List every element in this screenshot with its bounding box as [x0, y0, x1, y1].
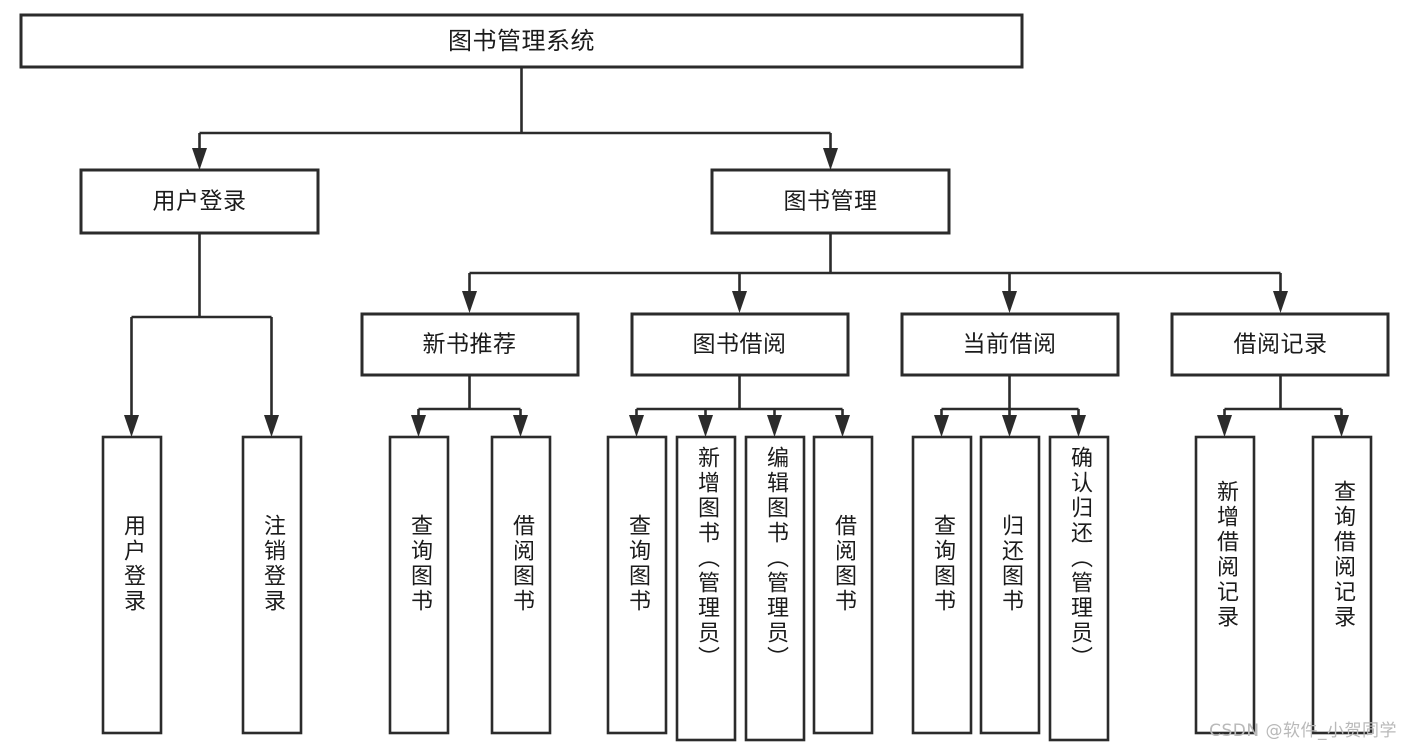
node-leaf-add-book-box[interactable]: [675, 435, 737, 742]
node-leaf-confirm-return-box[interactable]: [1048, 435, 1110, 742]
arrow-head-user-login: [192, 148, 207, 170]
node-current-borrow[interactable]: 当前借阅: [900, 312, 1120, 377]
node-leaf-borrow-book-2-box[interactable]: [812, 435, 874, 735]
connector-group-root: [192, 68, 838, 170]
node-book-manage[interactable]: 图书管理: [710, 168, 951, 235]
node-leaf-add-record-box[interactable]: [1194, 435, 1256, 735]
node-leaf-query-book-2-box[interactable]: [606, 435, 668, 735]
node-leaf-query-book-3[interactable]: [911, 435, 973, 735]
node-borrow-record-label: 借阅记录: [1234, 332, 1328, 358]
node-current-borrow-box[interactable]: [900, 312, 1120, 377]
node-leaf-query-record[interactable]: [1311, 435, 1373, 735]
node-user-login[interactable]: 用户登录: [79, 168, 320, 235]
node-book-manage-label: 图书管理: [784, 189, 878, 215]
arrow-head-leaf-confirm-return: [1071, 415, 1086, 437]
node-leaf-query-book-1-box[interactable]: [388, 435, 450, 735]
node-borrow-record-box[interactable]: [1170, 312, 1390, 377]
connector-group-current-borrow: [934, 375, 1086, 437]
arrow-head-leaf-query-record: [1334, 415, 1349, 437]
node-user-login-box[interactable]: [79, 168, 320, 235]
connector-group-new-book-recommend: [411, 375, 528, 437]
node-leaf-user-login-box[interactable]: [101, 435, 163, 735]
arrow-head-borrow-record: [1273, 291, 1288, 313]
node-root-box[interactable]: [19, 13, 1024, 69]
node-new-book-recommend-box[interactable]: [360, 312, 580, 377]
node-leaf-add-book[interactable]: [675, 435, 737, 742]
node-leaf-borrow-book-1-box[interactable]: [490, 435, 552, 735]
arrow-head-leaf-return-book: [1002, 415, 1017, 437]
node-root[interactable]: 图书管理系统: [19, 13, 1024, 69]
arrow-head-book-manage: [823, 148, 838, 170]
arrow-head-leaf-query-book-3: [934, 415, 949, 437]
node-leaf-edit-book[interactable]: [744, 435, 806, 742]
node-leaf-user-logout[interactable]: [241, 435, 303, 735]
node-leaf-query-book-2[interactable]: [606, 435, 668, 735]
node-book-borrow[interactable]: 图书借阅: [630, 312, 850, 377]
arrow-head-leaf-borrow-book-1: [513, 415, 528, 437]
arrow-head-leaf-add-book: [698, 415, 713, 437]
node-leaf-query-book-1[interactable]: [388, 435, 450, 735]
node-leaf-add-record[interactable]: [1194, 435, 1256, 735]
node-user-login-label: 用户登录: [153, 189, 247, 215]
node-borrow-record[interactable]: 借阅记录: [1170, 312, 1390, 377]
arrow-head-current-borrow: [1002, 291, 1017, 313]
connector-group-borrow-record: [1217, 375, 1349, 437]
node-leaf-borrow-book-1[interactable]: [490, 435, 552, 735]
node-leaf-confirm-return[interactable]: [1048, 435, 1110, 742]
node-new-book-recommend-label: 新书推荐: [423, 332, 517, 358]
arrow-head-leaf-add-record: [1217, 415, 1232, 437]
arrow-head-leaf-query-book-2: [629, 415, 644, 437]
node-root-label: 图书管理系统: [448, 27, 595, 55]
arrow-head-book-borrow: [732, 291, 747, 313]
connector-group-user-login: [124, 233, 279, 437]
connector-group-book-manage: [462, 233, 1288, 313]
arrow-head-leaf-user-logout: [264, 415, 279, 437]
node-new-book-recommend[interactable]: 新书推荐: [360, 312, 580, 377]
node-current-borrow-label: 当前借阅: [963, 332, 1057, 358]
node-leaf-borrow-book-2[interactable]: [812, 435, 874, 735]
node-leaf-return-book-box[interactable]: [979, 435, 1041, 735]
arrow-head-leaf-borrow-book-2: [835, 415, 850, 437]
arrow-head-leaf-query-book-1: [411, 415, 426, 437]
node-book-manage-box[interactable]: [710, 168, 951, 235]
node-leaf-query-record-box[interactable]: [1311, 435, 1373, 735]
node-leaf-query-book-3-box[interactable]: [911, 435, 973, 735]
node-leaf-user-logout-box[interactable]: [241, 435, 303, 735]
arrow-head-leaf-edit-book: [767, 415, 782, 437]
connector-group-book-borrow: [629, 375, 850, 437]
node-leaf-edit-book-box[interactable]: [744, 435, 806, 742]
arrow-head-leaf-user-login: [124, 415, 139, 437]
arrow-head-new-book-recommend: [462, 291, 477, 313]
node-leaf-user-login[interactable]: [101, 435, 163, 735]
node-book-borrow-label: 图书借阅: [693, 332, 787, 358]
node-book-borrow-box[interactable]: [630, 312, 850, 377]
node-leaf-return-book[interactable]: [979, 435, 1041, 735]
